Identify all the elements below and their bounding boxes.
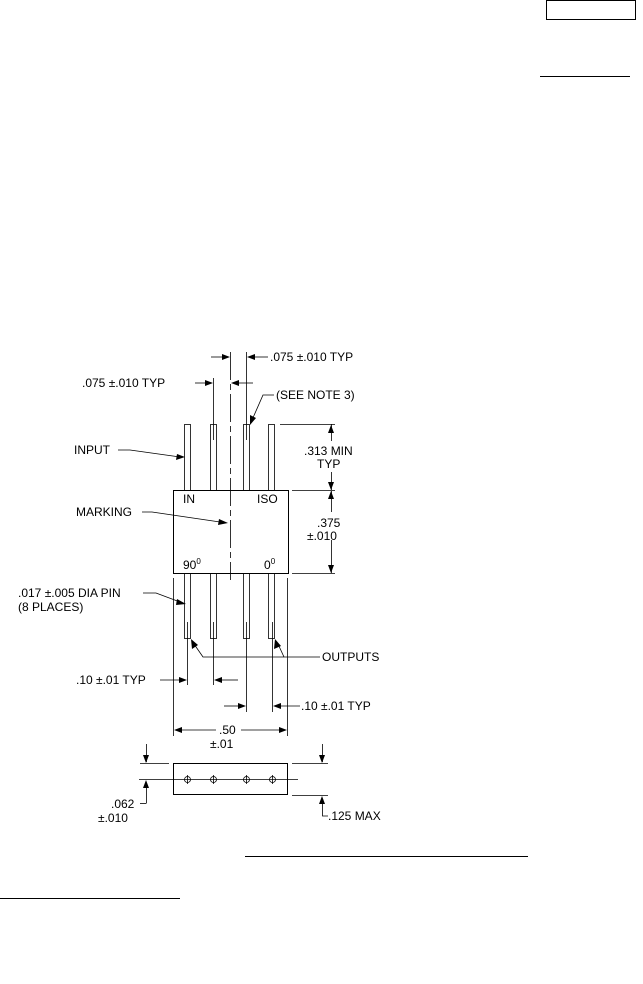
leader-pin-dia (143, 592, 186, 605)
label-90-deg: 900 (183, 557, 201, 572)
dim-spacing-right: .10 ±.01 TYP (301, 699, 371, 713)
degree-superscript: 0 (196, 557, 201, 566)
package-body (173, 490, 289, 574)
label-in: IN (183, 492, 195, 506)
dim-lines-body-height (292, 491, 335, 574)
leader-outputs (191, 639, 320, 658)
dim-lines-offset (140, 744, 169, 804)
dim-pin-dia-places: (8 PLACES) (18, 600, 83, 614)
label-outputs: OUTPUTS (322, 650, 379, 664)
bottom-pins (184, 573, 275, 712)
dim-pin-spacing-top-left: .075 ±.010 TYP (82, 376, 165, 390)
end-view-body (173, 763, 288, 795)
dim-thickness: .125 MAX (328, 809, 381, 823)
dim-lines-pin-length (280, 424, 335, 491)
dim-offset-tol: ±.010 (98, 811, 128, 825)
dim-pin-length-typ: TYP (317, 457, 340, 471)
header-box (546, 0, 636, 20)
dim-offset: .062 (111, 797, 135, 811)
leader-input (118, 449, 185, 460)
leader-see-note (250, 394, 274, 425)
dim-width-tol: ±.01 (210, 737, 234, 751)
leader-marking (142, 511, 228, 525)
dim-see-note: (SEE NOTE 3) (276, 388, 355, 402)
label-0-deg-value: 0 (264, 558, 271, 572)
dim-spacing-left: .10 ±.01 TYP (76, 673, 146, 687)
dim-pin-spacing-top-right: .075 ±.010 TYP (270, 350, 353, 364)
label-marking: MARKING (76, 505, 132, 519)
dim-body-height-tol: ±.010 (307, 529, 337, 543)
dim-lines-spacing-and-width (160, 578, 300, 736)
degree-superscript: 0 (271, 557, 276, 566)
dim-width: .50 (219, 723, 236, 737)
dim-body-height: .375 (317, 516, 341, 530)
dim-lines-thickness (292, 744, 328, 817)
dim-pin-dia: .017 ±.005 DIA PIN (18, 586, 121, 600)
top-pins (184, 424, 275, 491)
label-0-deg: 00 (264, 557, 276, 572)
end-view-pins (184, 775, 276, 784)
label-iso: ISO (257, 492, 278, 506)
label-input: INPUT (74, 443, 111, 457)
dim-pin-length: .313 MIN (304, 444, 353, 458)
label-90-deg-value: 90 (183, 558, 197, 572)
dim-lines-pin-spacing-top (195, 352, 268, 440)
